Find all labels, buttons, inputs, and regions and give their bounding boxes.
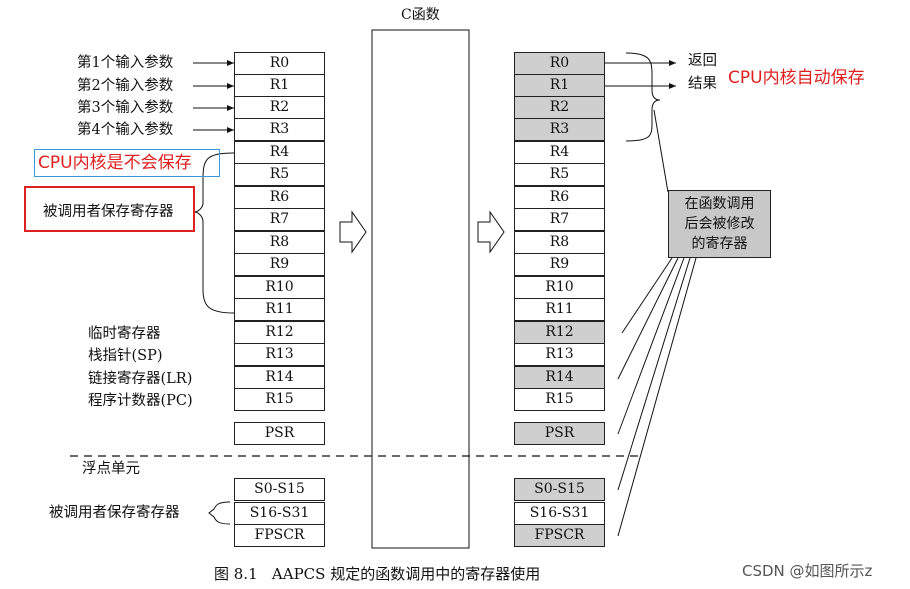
link-line-1 [653, 109, 669, 193]
label-fpu: 浮点单元 [82, 461, 140, 477]
reg-after-r2: R2 [514, 96, 605, 119]
c-function-box [371, 29, 470, 549]
label-in3: 第3个输入参数 [77, 100, 174, 116]
reg-after-s16-s31: S16-S31 [514, 502, 605, 525]
reg-before-r9: R9 [234, 253, 325, 276]
return-label-line2: 结果 [688, 76, 717, 92]
reg-before-r14: R14 [234, 366, 325, 389]
reg-before-r8: R8 [234, 231, 325, 254]
reg-before-r6: R6 [234, 186, 325, 209]
reg-after-r9: R9 [514, 253, 605, 276]
reg-before-psr: PSR [234, 422, 325, 445]
reg-after-fpscr: FPSCR [514, 524, 605, 547]
reg-after-r10: R10 [514, 276, 605, 299]
reg-after-r5: R5 [514, 163, 605, 186]
watermark: CSDN @如图所示z [742, 562, 873, 580]
callee-saved-brace [193, 152, 235, 314]
figure-caption: 图 8.1 AAPCS 规定的函数调用中的寄存器使用 [214, 565, 541, 583]
link-line-4 [617, 257, 685, 435]
label-callee-saved: 被调用者保存寄存器 [43, 204, 174, 220]
hollow-arrow-left [339, 210, 367, 254]
reg-after-r11: R11 [514, 298, 605, 321]
reg-after-s0-s15: S0-S15 [514, 478, 605, 501]
modified-registers-box: 在函数调用 后会被修改 的寄存器 [668, 190, 771, 258]
reg-before-fpscr: FPSCR [234, 524, 325, 547]
link-line-3 [617, 257, 679, 380]
reg-after-r7: R7 [514, 208, 605, 231]
modified-box-line1: 在函数调用 [684, 196, 755, 212]
reg-before-r15: R15 [234, 388, 325, 411]
reg-after-r15: R15 [514, 388, 605, 411]
reg-before-r12: R12 [234, 321, 325, 344]
label-fpu-callee-saved: 被调用者保存寄存器 [49, 505, 180, 521]
highlight-box [24, 186, 195, 232]
note-right: CPU内核自动保存 [728, 68, 865, 88]
reg-after-r1: R1 [514, 74, 605, 97]
reg-after-r3: R3 [514, 118, 605, 141]
reg-after-r13: R13 [514, 343, 605, 366]
modified-box-line2: 后会被修改 [684, 216, 755, 232]
reg-before-r7: R7 [234, 208, 325, 231]
note-left: CPU内核是不会保存 [38, 153, 192, 173]
reg-after-r6: R6 [514, 186, 605, 209]
link-line-6 [617, 257, 697, 537]
label-r15: 程序计数器(PC) [88, 393, 193, 409]
label-in2: 第2个输入参数 [77, 78, 174, 94]
link-line-2 [621, 257, 673, 334]
label-in1: 第1个输入参数 [77, 55, 174, 71]
label-r14: 链接寄存器(LR) [88, 371, 193, 387]
reg-before-r0: R0 [234, 52, 325, 75]
reg-before-s16-s31: S16-S31 [234, 502, 325, 525]
reg-before-r3: R3 [234, 118, 325, 141]
reg-after-r4: R4 [514, 141, 605, 164]
fpu-brace [208, 501, 231, 525]
c-function-title: C函数 [401, 7, 440, 23]
reg-before-r2: R2 [234, 96, 325, 119]
label-r12: 临时寄存器 [88, 326, 161, 342]
return-label-line1: 返回 [688, 53, 717, 69]
link-line-5 [617, 257, 691, 491]
reg-after-r8: R8 [514, 231, 605, 254]
note-box-left [34, 149, 220, 177]
reg-before-r10: R10 [234, 276, 325, 299]
label-in4: 第4个输入参数 [77, 122, 174, 138]
reg-after-r12: R12 [514, 321, 605, 344]
label-r13: 栈指针(SP) [88, 348, 163, 364]
reg-after-r14: R14 [514, 366, 605, 389]
reg-after-r0: R0 [514, 52, 605, 75]
reg-before-r4: R4 [234, 141, 325, 164]
hollow-arrow-right [477, 210, 505, 254]
reg-before-r1: R1 [234, 74, 325, 97]
reg-before-r5: R5 [234, 163, 325, 186]
modified-box-line3: 的寄存器 [691, 236, 748, 252]
reg-before-s0-s15: S0-S15 [234, 478, 325, 501]
modified-brace [625, 52, 661, 142]
reg-after-psr: PSR [514, 422, 605, 445]
reg-before-r11: R11 [234, 298, 325, 321]
reg-before-r13: R13 [234, 343, 325, 366]
